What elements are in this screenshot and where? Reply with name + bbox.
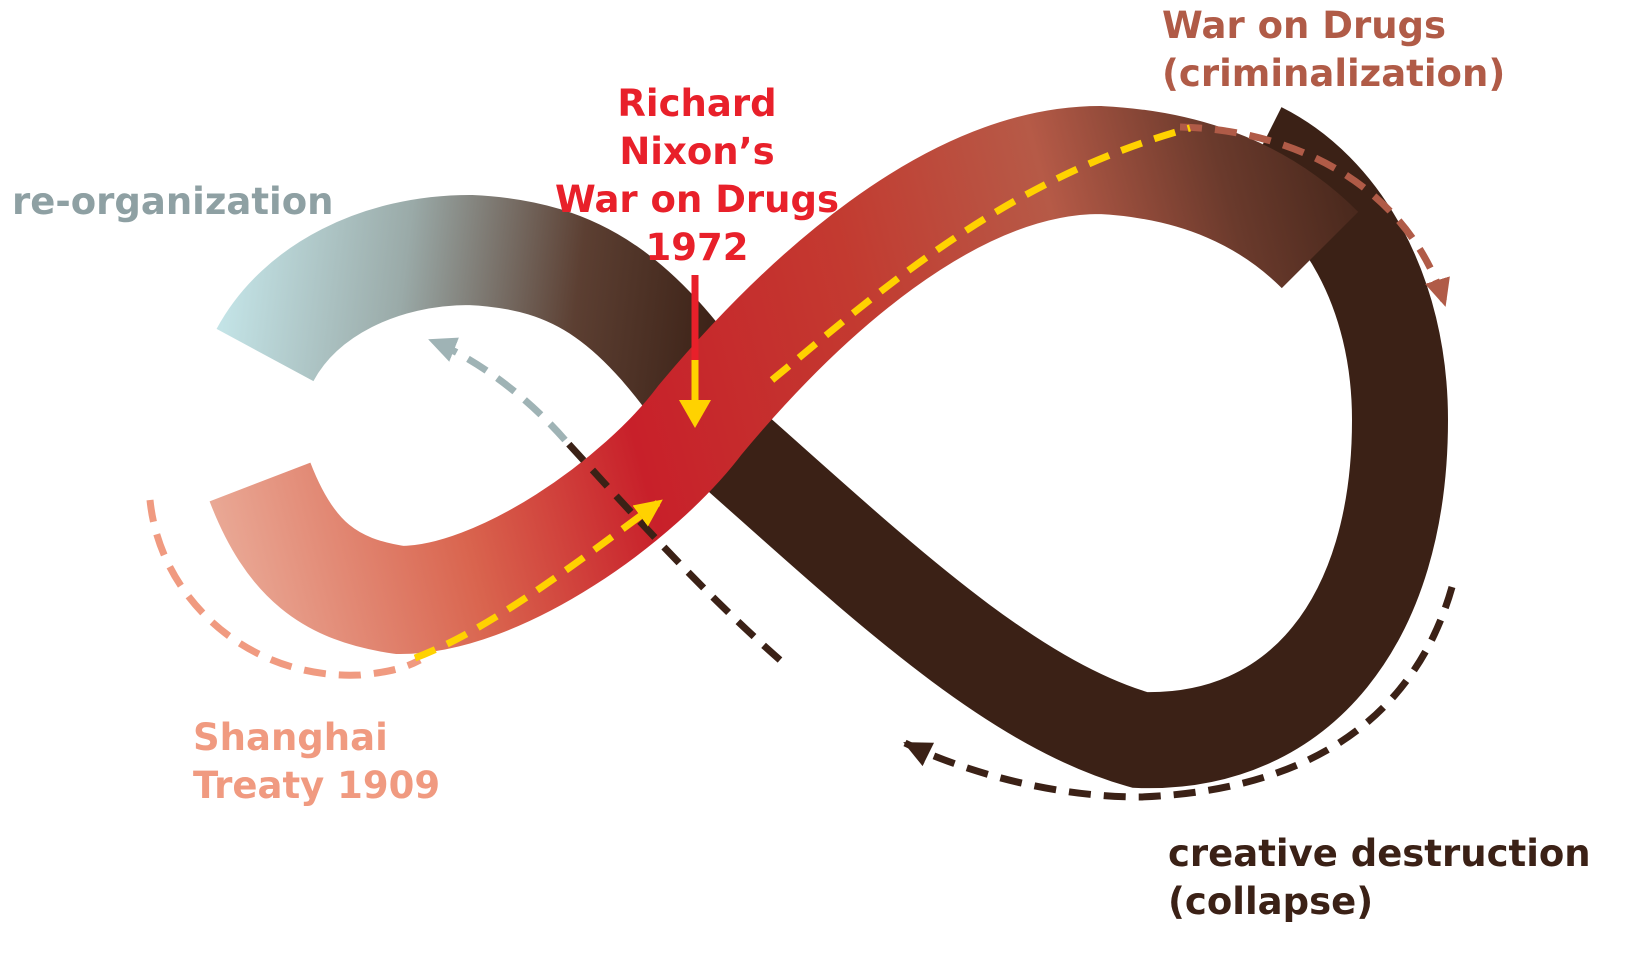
reorganization-band	[216, 194, 766, 451]
yellow-path-upper	[769, 124, 1191, 383]
war-on-drugs-line-2: (criminalization)	[1162, 52, 1506, 95]
nixon-pointer-arrow	[679, 275, 711, 428]
nixon-line-1: Richard	[617, 82, 777, 125]
war-on-drugs-line-1: War on Drugs	[1162, 4, 1447, 47]
reorganization-arrow	[428, 336, 568, 443]
collapse-arrow	[903, 586, 1456, 801]
release-arrow	[562, 437, 783, 663]
reorganization-label: re-organization	[12, 180, 334, 223]
nixon-line-3: War on Drugs	[554, 178, 840, 221]
creative-destruction-line-2: (collapse)	[1168, 880, 1374, 923]
war-on-drugs-label: War on Drugs (criminalization)	[1162, 2, 1505, 98]
creative-destruction-line-1: creative destruction	[1168, 832, 1591, 875]
nixon-line-2: Nixon’s	[619, 130, 775, 173]
creative-destruction-label: creative destruction (collapse)	[1168, 830, 1591, 926]
collapse-band	[668, 107, 1449, 789]
shanghai-line-1: Shanghai	[193, 716, 388, 759]
yellow-path-lower	[413, 499, 663, 662]
nixon-line-4: 1972	[645, 226, 749, 269]
criminalization-arrow	[1179, 123, 1450, 307]
exploitation-band	[209, 105, 1359, 655]
shanghai-treaty-label: Shanghai Treaty 1909	[193, 714, 440, 810]
nixon-label: Richard Nixon’s War on Drugs 1972	[552, 80, 842, 272]
shanghai-line-2: Treaty 1909	[193, 764, 441, 807]
shanghai-arc	[146, 499, 422, 679]
